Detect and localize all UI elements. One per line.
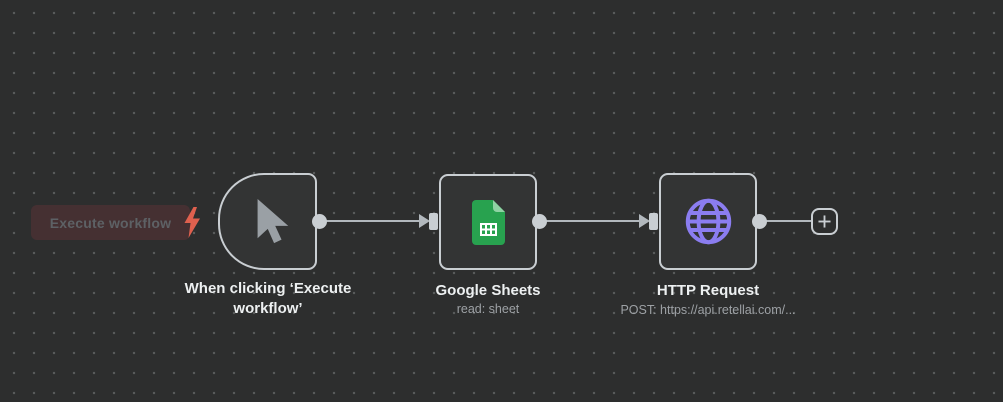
connection-sheets-to-http[interactable] [539,220,642,222]
node-google-sheets[interactable] [439,174,537,270]
cursor-icon [257,198,288,243]
trigger-node-label: When clicking ‘Execute workflow’ [184,280,352,317]
trigger-output-endpoint[interactable] [312,214,327,229]
sheets-node-label: Google Sheets [435,282,541,299]
execute-workflow-button[interactable]: Execute workflow [31,205,190,240]
http-node-label: HTTP Request [656,282,760,299]
node-http-request[interactable] [659,173,757,270]
http-node-subtitle: POST: https://api.retellai.com/... [620,303,796,317]
execute-workflow-label: Execute workflow [49,214,172,231]
plus-icon [818,215,831,228]
connection-arrowhead [639,214,650,228]
sheets-output-endpoint[interactable] [532,214,547,229]
connection-http-to-add[interactable] [759,220,813,222]
lightning-bolt-icon [184,207,200,238]
http-input-connector[interactable] [649,213,658,230]
node-manual-trigger[interactable] [218,173,317,270]
connection-arrowhead [419,214,430,228]
http-output-endpoint[interactable] [752,214,767,229]
globe-icon [685,198,731,245]
add-node-button[interactable] [811,208,838,235]
sheets-node-subtitle: read: sheet [456,302,520,316]
sheets-input-connector[interactable] [429,213,438,230]
google-sheets-icon [471,199,505,245]
connection-trigger-to-sheets[interactable] [319,220,422,222]
